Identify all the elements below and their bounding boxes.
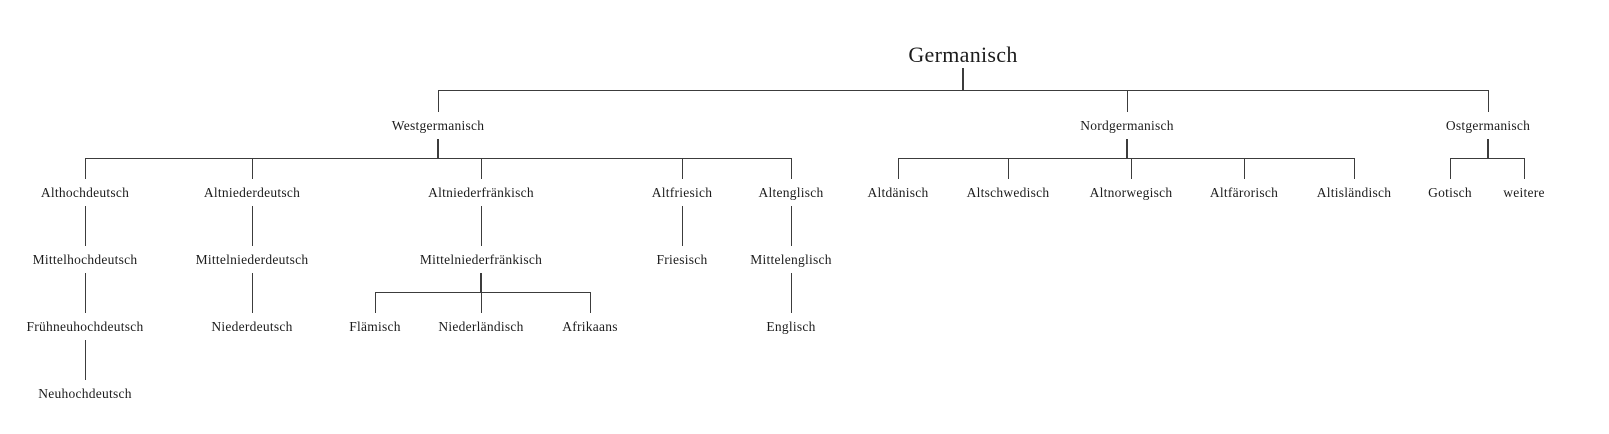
tree-node-flamisch: Flämisch (349, 319, 401, 334)
connector-line-vertical (374, 292, 376, 313)
connector-line-vertical (84, 206, 86, 246)
tree-node-weitere: weitere (1503, 185, 1545, 200)
connector-line-vertical (681, 158, 683, 179)
connector-line-vertical (1353, 158, 1355, 179)
tree-node-nordgermanisch: Nordgermanisch (1080, 118, 1174, 133)
connector-stub (437, 139, 439, 158)
tree-node-friesisch: Friesisch (656, 252, 708, 267)
connector-line-vertical (84, 158, 86, 179)
tree-node-fruhneuhochdeutsch: Frühneuhochdeutsch (26, 319, 144, 334)
connector-line-vertical (897, 158, 899, 179)
tree-node-afrikaans: Afrikaans (562, 319, 618, 334)
connector-line-vertical (589, 292, 591, 313)
connector-line-vertical (480, 206, 482, 246)
tree-node-gotisch: Gotisch (1428, 185, 1472, 200)
tree-node-altdanisch: Altdänisch (867, 185, 929, 200)
connector-line-horizontal (85, 157, 791, 159)
connector-line-vertical (790, 206, 792, 246)
connector-stub (962, 68, 964, 90)
tree-node-mittelhochdeutsch: Mittelhochdeutsch (32, 252, 138, 267)
connector-line-vertical (1449, 158, 1451, 179)
connector-line-vertical (437, 90, 439, 112)
connector-line-horizontal (1450, 157, 1524, 159)
tree-node-englisch: Englisch (766, 319, 816, 334)
connector-line-vertical (1523, 158, 1525, 179)
tree-node-altfriesich: Altfriesich (651, 185, 713, 200)
tree-node-neuhochdeutsch: Neuhochdeutsch (38, 386, 132, 401)
connector-line-vertical (480, 292, 482, 313)
connector-line-vertical (790, 273, 792, 313)
tree-node-niederdeutsch: Niederdeutsch (211, 319, 293, 334)
connector-line-vertical (1007, 158, 1009, 179)
tree-node-ostgermanisch: Ostgermanisch (1445, 118, 1531, 133)
connector-line-vertical (1130, 158, 1132, 179)
connector-line-vertical (251, 158, 253, 179)
tree-node-germanisch: Germanisch (908, 42, 1018, 67)
connector-stub (1126, 139, 1128, 158)
tree-node-mittelenglisch: Mittelenglisch (750, 252, 832, 267)
tree-node-mittelniederdeutsch: Mittelniederdeutsch (195, 252, 309, 267)
connector-line-vertical (251, 206, 253, 246)
connector-line-vertical (790, 158, 792, 179)
connector-line-vertical (1487, 90, 1489, 112)
connector-line-horizontal (375, 291, 590, 293)
tree-node-mittelniederfrankisch: Mittelniederfränkisch (419, 252, 543, 267)
tree-node-altfarorisch: Altfärorisch (1209, 185, 1279, 200)
connector-line-vertical (84, 340, 86, 380)
tree-node-althochdeutsch: Althochdeutsch (40, 185, 130, 200)
tree-node-niederlandisch: Niederländisch (438, 319, 524, 334)
connector-line-vertical (1243, 158, 1245, 179)
tree-node-altenglisch: Altenglisch (758, 185, 824, 200)
connector-line-vertical (681, 206, 683, 246)
connector-line-vertical (1126, 90, 1128, 112)
tree-node-altnorwegisch: Altnorwegisch (1089, 185, 1173, 200)
tree-node-westgermanisch: Westgermanisch (391, 118, 485, 133)
tree-node-altislandisch: Altisländisch (1316, 185, 1392, 200)
connector-line-horizontal (898, 157, 1354, 159)
connector-line-vertical (480, 158, 482, 179)
connector-line-vertical (84, 273, 86, 313)
connector-stub (1487, 139, 1489, 158)
tree-node-altniederdeutsch: Altniederdeutsch (203, 185, 301, 200)
connector-line-vertical (251, 273, 253, 313)
connector-stub (480, 273, 482, 292)
connector-line-horizontal (438, 89, 1488, 91)
tree-node-altniederfrankisch: Altniederfränkisch (428, 185, 534, 200)
tree-node-altschwedisch: Altschwedisch (966, 185, 1050, 200)
